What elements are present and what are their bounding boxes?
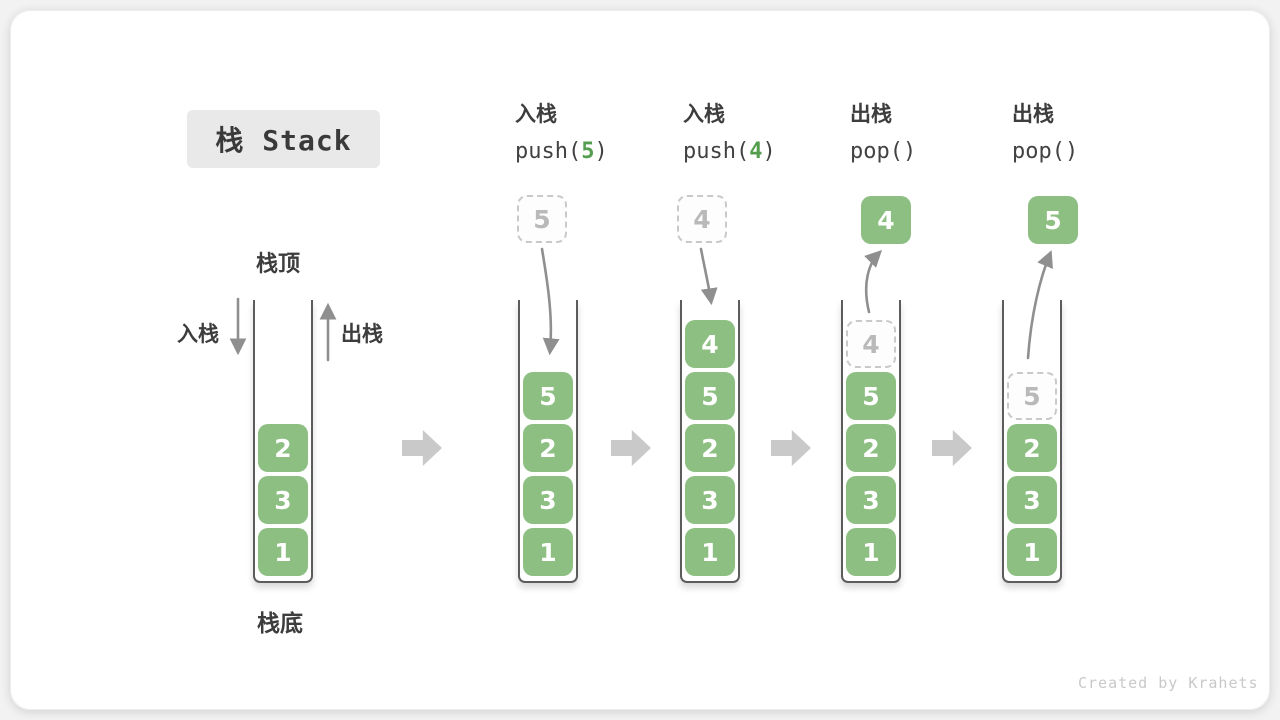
operation-name: 出栈 [1012,102,1054,126]
stack-block: 3 [685,476,735,524]
operation-label-push5: 入栈 push(5) [515,104,665,165]
operation-label-push4: 入栈 push(4) [683,104,833,165]
stack-block: 3 [1007,476,1057,524]
stack-block: 1 [1007,528,1057,576]
stack-block: 3 [523,476,573,524]
title-badge: 栈 Stack [187,110,380,168]
incoming-ghost-block: 4 [677,195,727,243]
diagram-title: 栈 Stack [215,124,352,157]
popped-block: 4 [861,196,911,244]
stack-block: 1 [846,528,896,576]
operation-code: push(4) [683,139,776,164]
stack-bottom-label: 栈底 [257,611,303,637]
operation-code: pop() [850,139,917,164]
operation-label-pop1: 出栈 pop() [850,104,1000,165]
push-side-label: 入栈 [177,322,219,346]
pop-side-label: 出栈 [341,322,383,346]
stack-block: 3 [846,476,896,524]
removed-ghost-block: 5 [1007,372,1057,420]
stack-block: 1 [523,528,573,576]
push-arg: 5 [581,139,595,164]
stack-block: 4 [685,320,735,368]
watermark: Created by Krahets [1078,674,1259,692]
stack-top-label: 栈顶 [256,252,301,277]
stack-block: 2 [685,424,735,472]
stack-block: 1 [685,528,735,576]
removed-ghost-block: 4 [846,320,896,368]
stack-block: 2 [258,424,308,472]
operation-label-pop2: 出栈 pop() [1012,104,1162,165]
push-arg: 4 [749,139,763,164]
operation-code: push(5) [515,139,608,164]
stack-block: 5 [523,372,573,420]
stack-block: 1 [258,528,308,576]
operation-name: 出栈 [850,102,892,126]
stack-block: 2 [1007,424,1057,472]
popped-block: 5 [1028,196,1078,244]
operation-name: 入栈 [683,102,725,126]
stack-block: 5 [846,372,896,420]
stack-block: 5 [685,372,735,420]
operation-code: pop() [1012,139,1079,164]
stack-block: 3 [258,476,308,524]
stack-block: 2 [846,424,896,472]
incoming-ghost-block: 5 [517,195,567,243]
operation-name: 入栈 [515,102,557,126]
stack-block: 2 [523,424,573,472]
